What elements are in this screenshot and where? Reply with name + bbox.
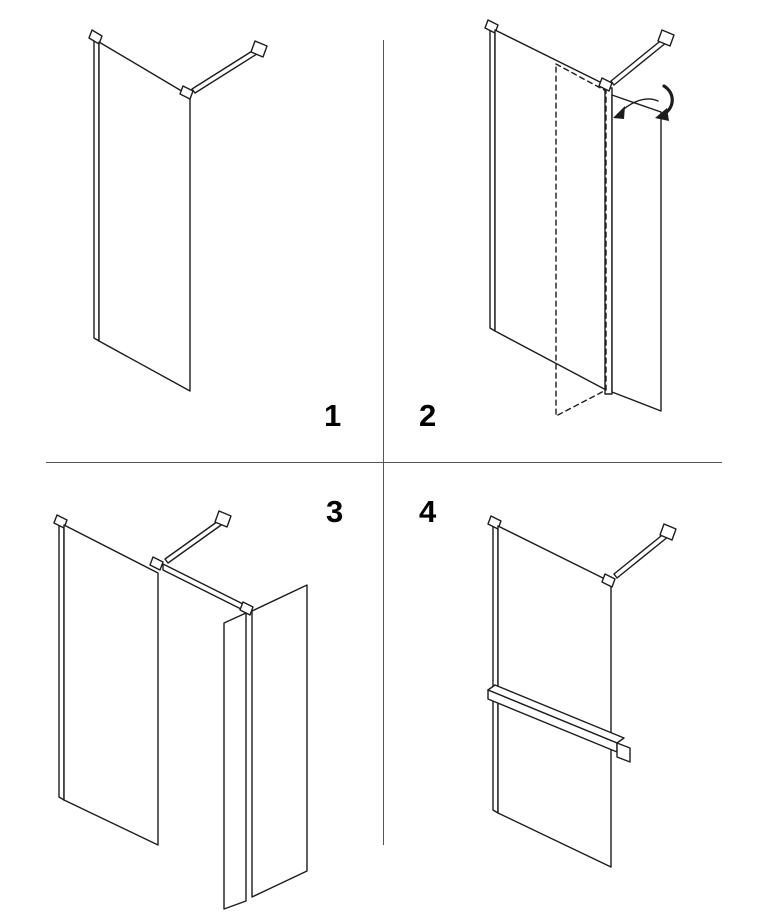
glass-clamp <box>149 556 164 571</box>
figure-step-3 <box>53 510 308 910</box>
return-panel-inner-face <box>223 612 247 910</box>
step-2-illustration <box>484 19 675 417</box>
glass-panel <box>63 524 159 846</box>
step-1-illustration <box>88 29 268 392</box>
step-1-label: 1 <box>324 398 342 433</box>
pivot-panel-previous-position <box>555 63 607 417</box>
figure-step-2 <box>484 19 675 417</box>
horizontal-divider <box>46 462 722 463</box>
glass-panel-edge <box>492 522 499 814</box>
glass-clamp <box>601 573 616 588</box>
rotation-arrow-2-head <box>655 108 669 121</box>
vertical-divider <box>383 40 384 845</box>
step-2-label: 2 <box>419 398 437 433</box>
towel-shelf-bracket <box>616 742 631 763</box>
brace-bar <box>162 563 248 613</box>
wall-bracket <box>214 510 232 528</box>
rotation-arrow-head <box>613 106 625 119</box>
support-bar <box>613 531 670 579</box>
glass-panel <box>494 29 609 392</box>
wall-bracket <box>659 523 677 541</box>
step-4-label: 4 <box>419 494 437 529</box>
support-bar <box>610 37 668 86</box>
glass-clamp <box>179 85 194 100</box>
pivot-panel <box>611 94 662 412</box>
glass-panel-edge <box>58 521 65 801</box>
glass-panel <box>98 41 191 392</box>
glass-panel-edge <box>93 38 100 342</box>
figure-step-4 <box>487 515 677 868</box>
glass-clamp <box>598 77 613 92</box>
support-bar <box>191 47 261 94</box>
glass-panel-edge <box>489 26 496 332</box>
step-4-illustration <box>487 515 677 868</box>
step-3-illustration <box>53 510 308 910</box>
glass-panel <box>497 525 612 868</box>
wall-bracket <box>250 40 268 58</box>
return-panel <box>251 584 308 898</box>
support-bar <box>164 518 225 564</box>
step-3-label: 3 <box>326 494 344 529</box>
figure-step-1 <box>88 29 268 392</box>
wall-bracket <box>657 29 675 47</box>
brace-clamp <box>239 601 254 616</box>
